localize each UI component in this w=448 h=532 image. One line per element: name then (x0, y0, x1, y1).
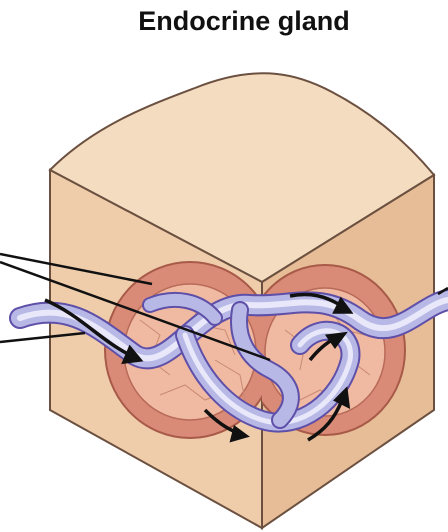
endocrine-gland-illustration (0, 0, 448, 532)
